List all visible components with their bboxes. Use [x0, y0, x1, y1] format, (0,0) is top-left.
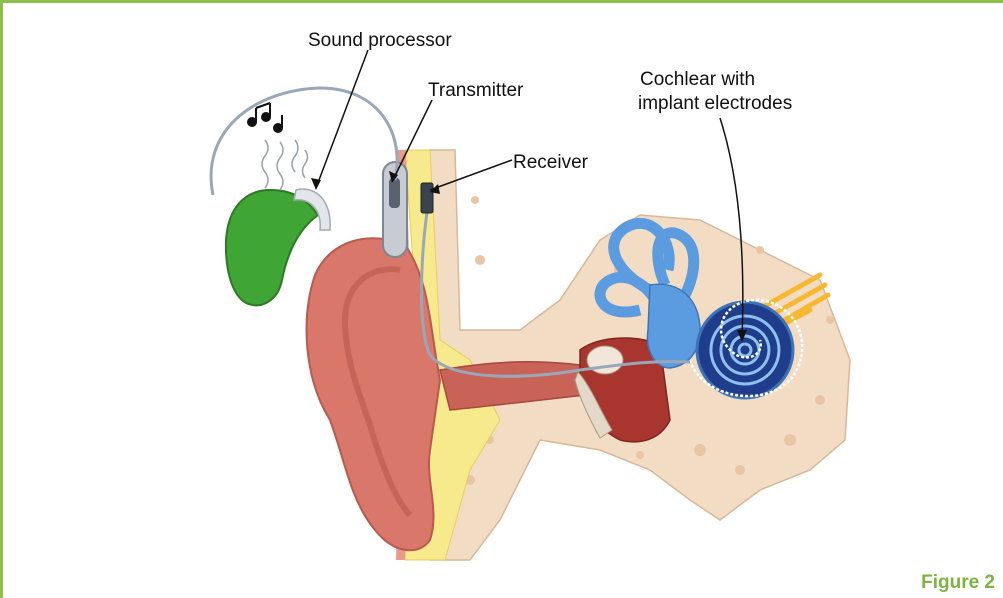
- label-transmitter: Transmitter: [428, 80, 524, 101]
- figure-number: Figure 2: [921, 572, 995, 594]
- label-receiver: Receiver: [513, 152, 589, 173]
- label-cochlear-line1: Cochlear with: [640, 69, 755, 90]
- label-sound-processor: Sound processor: [308, 30, 452, 51]
- processor-cable: [211, 88, 397, 195]
- transmitter-magnet: [389, 178, 400, 208]
- receiver-device: [421, 183, 433, 213]
- leader-sound-processor: [316, 50, 368, 188]
- sound-waves-icon: [262, 140, 308, 190]
- label-cochlear-line2: implant electrodes: [638, 93, 792, 114]
- sound-processor: [226, 190, 318, 305]
- outer-ear: [307, 238, 440, 550]
